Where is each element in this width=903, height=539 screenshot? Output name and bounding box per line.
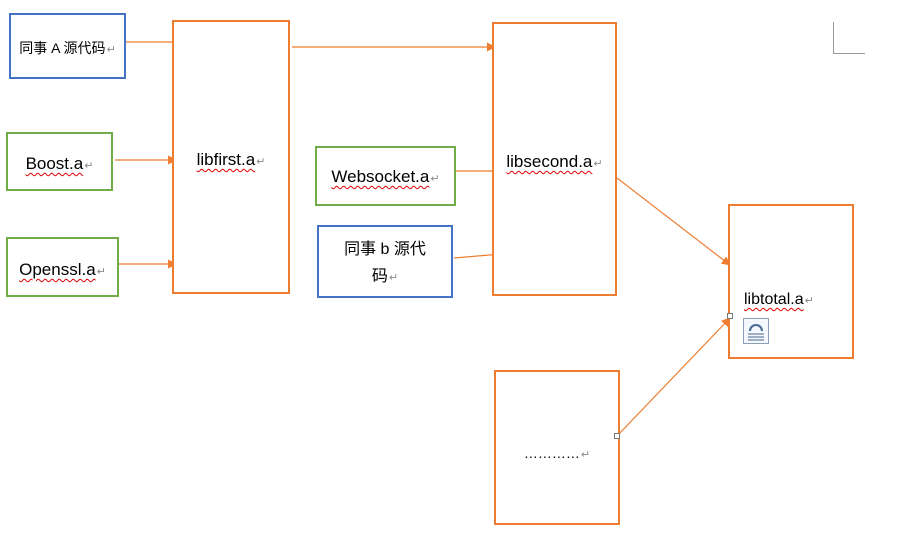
paragraph-mark-icon: ↵ <box>84 160 94 172</box>
connector-handle[interactable] <box>727 313 733 319</box>
paragraph-mark-icon: ↵ <box>96 266 106 278</box>
node-websocket[interactable]: Websocket.a↵ <box>315 146 456 206</box>
node-colleague-b-source-line1: 同事 b 源代 <box>344 241 426 258</box>
paragraph-mark-icon: ↵ <box>580 449 591 461</box>
node-colleague-b-source-line2: 码 <box>371 268 388 285</box>
paragraph-mark-icon: ↵ <box>430 173 440 185</box>
node-ellipsis[interactable]: …………↵ <box>494 370 620 525</box>
paragraph-mark-icon: ↵ <box>804 295 814 307</box>
connector-handle[interactable] <box>614 433 620 439</box>
node-boost[interactable]: Boost.a↵ <box>6 132 113 191</box>
node-libsecond-label: libsecond.a <box>506 152 593 171</box>
arrow-ellipsis-to-libtotal <box>616 317 731 437</box>
node-openssl[interactable]: Openssl.a↵ <box>6 237 119 297</box>
node-libfirst-label: libfirst.a <box>196 150 256 169</box>
node-websocket-label: Websocket.a <box>331 167 430 186</box>
paragraph-mark-icon: ↵ <box>388 272 399 284</box>
page-corner-mark <box>833 22 865 54</box>
paragraph-mark-icon: ↵ <box>593 158 603 170</box>
document-picture-icon[interactable] <box>743 318 769 344</box>
node-openssl-label: Openssl.a <box>19 260 96 279</box>
node-colleague-b-source[interactable]: 同事 b 源代 码↵ <box>317 225 453 298</box>
node-colleague-a-source-label: 同事 A 源代码 <box>19 40 106 56</box>
node-libsecond[interactable]: libsecond.a↵ <box>492 22 617 296</box>
node-libtotal-label: libtotal.a <box>744 291 804 308</box>
arrow-libsecond-to-libtotal <box>616 177 731 266</box>
paragraph-mark-icon: ↵ <box>256 156 266 168</box>
node-libfirst[interactable]: libfirst.a↵ <box>172 20 290 294</box>
node-boost-label: Boost.a <box>25 154 84 173</box>
node-ellipsis-label: ………… <box>523 445 580 461</box>
node-colleague-a-source[interactable]: 同事 A 源代码↵ <box>9 13 126 79</box>
paragraph-mark-icon: ↵ <box>106 44 116 56</box>
